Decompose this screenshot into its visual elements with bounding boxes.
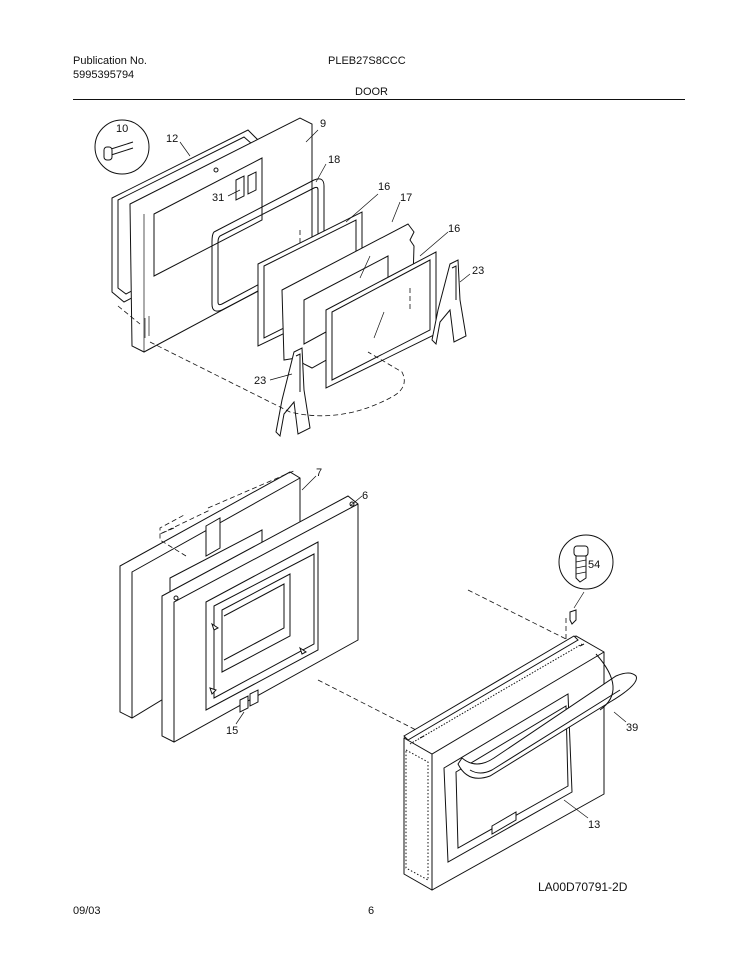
callout-31: 31 <box>212 192 224 204</box>
callout-39: 39 <box>626 722 638 734</box>
section-title: DOOR <box>355 86 388 98</box>
part-10-screw-callout <box>94 119 150 175</box>
callout-23-right: 23 <box>472 265 484 277</box>
callout-6: 6 <box>362 490 368 502</box>
callout-16-left: 16 <box>378 181 390 193</box>
callout-54: 54 <box>588 559 600 571</box>
part-39-handle <box>457 653 637 779</box>
callout-16-right: 16 <box>448 223 460 235</box>
part-54-small-screw <box>569 609 577 625</box>
page-number: 6 <box>368 905 375 917</box>
callout-9: 9 <box>320 118 326 130</box>
publication-number: 5995395794 <box>73 69 135 81</box>
callout-18: 18 <box>328 154 340 166</box>
callout-10: 10 <box>116 123 128 135</box>
callout-7: 7 <box>316 467 322 479</box>
bottom-callout-leaders <box>235 475 627 819</box>
callout-17: 17 <box>400 192 412 204</box>
part-54-screw-callout <box>558 534 614 590</box>
callout-23-left: 23 <box>254 375 266 387</box>
bottom-dash-leaders <box>159 469 569 733</box>
callout-15: 15 <box>226 725 238 737</box>
callout-12: 12 <box>166 133 178 145</box>
diagram-code: LA00D70791-2D <box>538 880 628 894</box>
top-dash-leaders <box>117 230 411 417</box>
part-6-door-panel <box>161 495 359 743</box>
part-15-clip <box>239 689 259 713</box>
model-number: PLEB27S8CCC <box>328 55 406 67</box>
top-callout-leaders <box>179 129 471 381</box>
part-23-hinge-right <box>431 259 467 346</box>
part-31-clip <box>235 171 257 201</box>
footer-date: 09/03 <box>73 905 101 917</box>
header-rule <box>73 99 685 100</box>
publication-label: Publication No. <box>73 55 147 67</box>
callout-13: 13 <box>588 819 600 831</box>
